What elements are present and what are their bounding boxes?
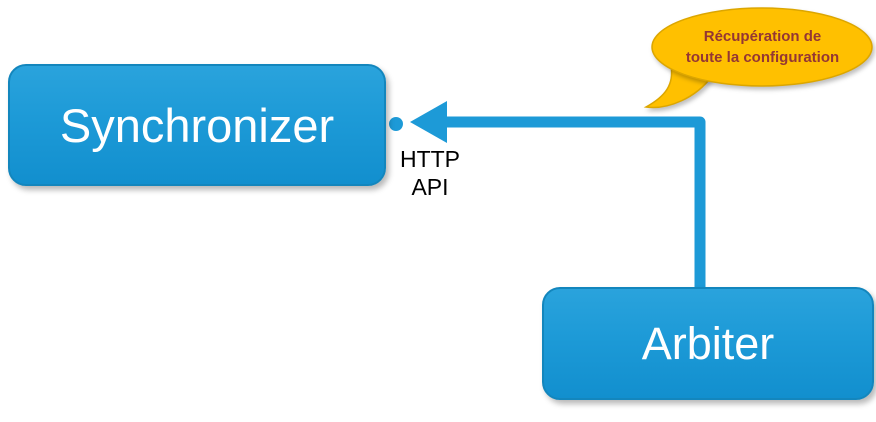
callout-text-line-2: toute la configuration: [685, 49, 840, 66]
connector-label: HTTP API: [384, 145, 476, 201]
node-arbiter: Arbiter: [542, 287, 874, 400]
callout-tail-icon: [643, 65, 714, 109]
callout-text-line-1: Récupération de: [703, 28, 822, 45]
node-synchronizer: Synchronizer: [8, 64, 386, 186]
node-synchronizer-label: Synchronizer: [59, 98, 335, 152]
connection-dot-icon: [389, 117, 403, 131]
connector-arrowhead-icon: [410, 101, 447, 143]
callout-text: Récupération de toute la configuration: [655, 26, 870, 68]
node-arbiter-label: Arbiter: [641, 317, 775, 369]
connector-label-line-2: API: [411, 174, 449, 200]
connector-label-line-1: HTTP: [399, 146, 461, 172]
connector-line: [444, 116, 706, 292]
